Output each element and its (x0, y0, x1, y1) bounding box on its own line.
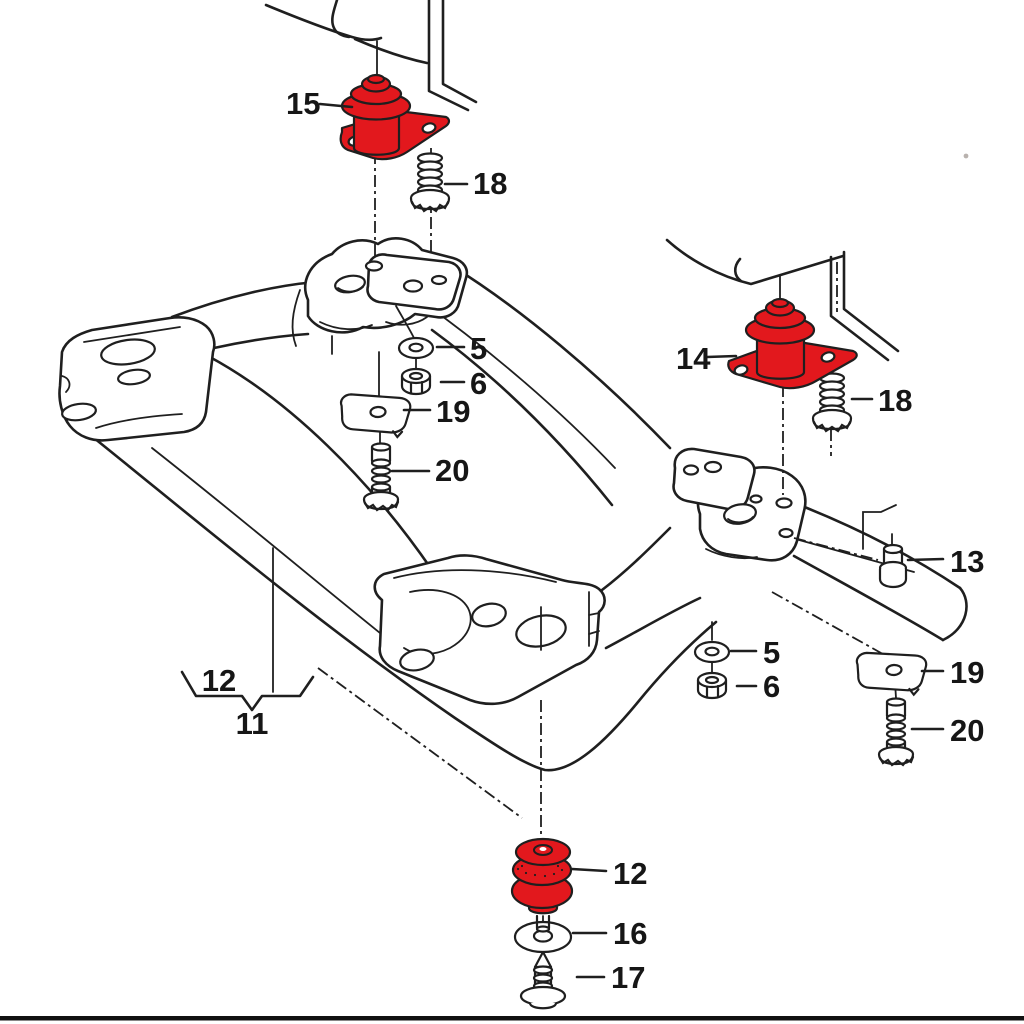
bolt-20-right (877, 697, 915, 767)
washer-5-right (693, 640, 731, 664)
washer-16 (513, 920, 573, 954)
callout-12-label: 12 (613, 856, 647, 891)
washer-5-left (397, 336, 435, 360)
bottom-border (0, 1016, 1024, 1021)
callout-14-label: 14 (676, 341, 711, 376)
callout-20-right-label: 20 (950, 713, 984, 748)
callout-13: 13 (906, 544, 984, 579)
callout-19-right-label: 19 (950, 655, 984, 690)
plate-19-left (339, 390, 413, 441)
callout-11: 11 (236, 706, 269, 741)
callout-6-right: 6 (735, 669, 780, 704)
callout-5-left: 5 (435, 331, 487, 366)
callout-11-label: 11 (236, 706, 269, 741)
subframe-center-bracket (373, 554, 606, 706)
mount-12-texture-dots (516, 864, 564, 878)
callout-14: 14 (676, 341, 738, 376)
callout-13-label: 13 (950, 544, 984, 579)
body-rail-top-right (665, 238, 900, 362)
callout-5-left-label: 5 (470, 331, 487, 366)
callout-5-right: 5 (729, 635, 780, 670)
group-bracket-11 (180, 670, 315, 712)
callout-18-right-label: 18 (878, 383, 912, 418)
callout-16-label: 16 (613, 916, 647, 951)
plate-19-right (855, 647, 930, 700)
callout-15: 15 (286, 86, 354, 121)
callout-20-right: 20 (910, 713, 984, 748)
callout-18-left-label: 18 (473, 166, 507, 201)
callout-20-left: 20 (390, 453, 469, 488)
print-speck (963, 153, 969, 159)
bolt-20-left (362, 442, 400, 512)
callout-12-group-label: 12 (202, 663, 236, 698)
callout-6-left-label: 6 (470, 366, 487, 401)
callout-16: 16 (571, 916, 647, 951)
bushing-13 (878, 543, 908, 589)
subframe (58, 237, 968, 772)
callouts: 15 18 5 6 19 20 14 18 (202, 86, 985, 995)
subframe-right-bracket (672, 447, 807, 562)
callout-18-left: 18 (443, 166, 507, 201)
callout-5-right-label: 5 (763, 635, 780, 670)
callout-17: 17 (575, 960, 645, 995)
bolt-18-left (409, 152, 451, 213)
callout-19-left-label: 19 (436, 394, 470, 429)
mount-12 (510, 837, 574, 933)
subframe-left-end-plate (58, 315, 216, 442)
mount-15 (339, 73, 451, 161)
callout-19-right: 19 (920, 655, 984, 690)
nut-6-left (400, 367, 432, 396)
body-rail-top-left (264, 0, 478, 112)
callout-12: 12 (570, 856, 647, 891)
callout-18-right: 18 (850, 383, 912, 418)
screw-17 (519, 950, 567, 1010)
callout-15-label: 15 (286, 86, 320, 121)
callout-6-right-label: 6 (763, 669, 780, 704)
subframe-left-bracket (303, 237, 469, 334)
callout-19-left: 19 (402, 394, 470, 429)
nut-6-right (696, 671, 728, 700)
callout-17-label: 17 (611, 960, 645, 995)
callout-20-left-label: 20 (435, 453, 469, 488)
bolt-18-right (811, 372, 853, 433)
mount-14 (727, 297, 858, 390)
callout-6-left: 6 (439, 366, 487, 401)
callout-12-group: 12 (202, 663, 236, 698)
